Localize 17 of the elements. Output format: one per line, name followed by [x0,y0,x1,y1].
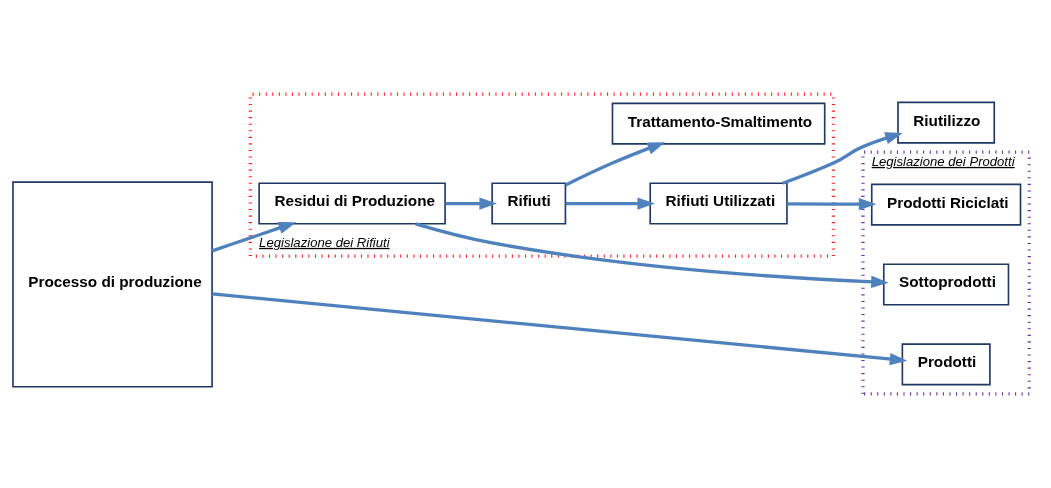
arrow [445,197,497,210]
node-box: Prodotti Riciclati [870,183,1022,226]
node-box: Riutilizzo [897,101,996,144]
node-box: Residui di Produzione [258,182,446,225]
node-box: Rifiuti Utilizzati [649,182,788,225]
arrow [564,142,666,187]
arrow [565,197,655,210]
node-box: Trattamento-Smaltimento [611,102,826,145]
node-box: Sottoprodotti [882,263,1010,306]
arrow [786,198,877,211]
arrow [782,132,903,185]
node-box: Processo di produzione [12,181,213,388]
arrow [415,222,889,288]
node-box: Rifiuti [491,182,567,225]
node-box: Prodotti [901,343,991,386]
arrow [212,292,908,366]
arrow [211,222,297,253]
